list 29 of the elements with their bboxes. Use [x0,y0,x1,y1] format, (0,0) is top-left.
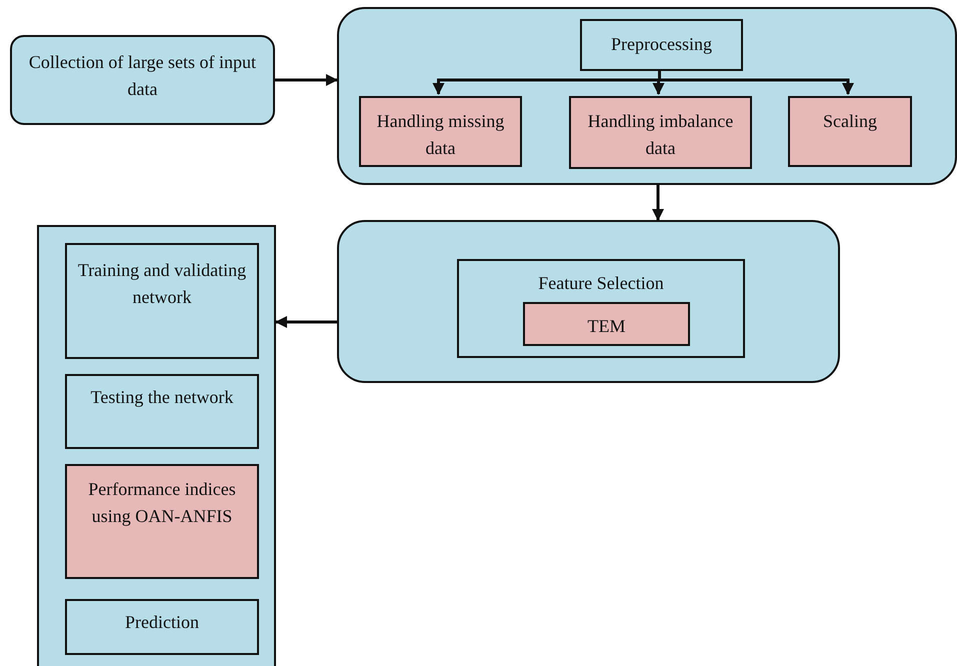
process-box [788,96,912,167]
process-box [523,302,690,346]
box-label: Handling missing data [376,110,506,160]
box-label: Scaling [822,110,878,133]
process-box [457,259,745,358]
group-container [37,225,276,666]
box-label: Preprocessing [610,33,713,56]
box-label: Prediction [124,611,200,634]
arrow [658,69,854,95]
box-label: TEM [586,315,626,338]
process-box [65,599,259,655]
process-box [65,464,259,579]
group-container [337,220,840,383]
process-box [569,96,752,169]
box-label: Feature Selection [537,272,665,295]
process-box [65,243,259,359]
process-box [10,35,275,125]
box-label: Collection of large sets of input data [28,51,258,101]
process-box [580,19,743,71]
arrow [275,316,337,328]
box-label: Handling imbalance data [586,110,734,160]
group-container [337,7,957,185]
arrow [652,185,664,221]
process-box [359,96,522,167]
arrow [275,74,338,86]
box-label: Testing the network [90,386,234,409]
box-label: Performance indices using OAN-ANFIS [87,478,237,528]
process-box [65,374,259,449]
box-label: Training and validating network [76,259,248,309]
